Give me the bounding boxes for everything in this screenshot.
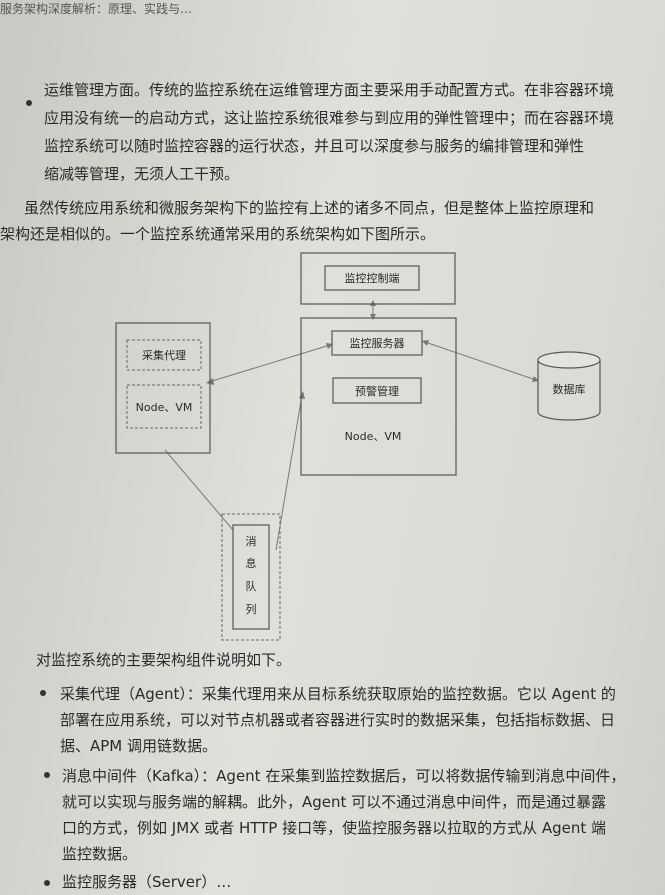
intro-line-2: 应用没有统一的启动方式，这让监控系统很难参与到应用的弹性管理中；而在容器环境 [44, 109, 615, 127]
link-server-database [424, 341, 537, 381]
bullet-dot [26, 100, 32, 106]
kafka-desc-line-3: 口的方式，例如 JMX 或者 HTTP 接口等，使监控服务器以拉取的方式从 Ag… [62, 819, 607, 837]
agent-desc-line-2: 部署在应用系统，可以对节点机器或者容器进行实时的数据采集，包括指标数据、日 [60, 711, 616, 729]
arrowhead [370, 300, 376, 306]
queue-char-4: 列 [246, 602, 257, 616]
link-queue-server [275, 394, 303, 551]
arrowhead [370, 314, 376, 320]
bullet-dot [40, 690, 46, 696]
link-agent-server [208, 344, 331, 383]
components-intro: 对监控系统的主要架构组件说明如下。 [36, 651, 292, 669]
agent-desc-line-3: 据、APM 调用链数据。 [60, 737, 218, 755]
server-node-label: Node、VM [345, 430, 402, 443]
summary-line-2: 架构还是相似的。一个监控系统通常采用的系统架构如下图所示。 [0, 225, 436, 243]
agent-collector-box [126, 339, 202, 371]
architecture-diagram: 监控控制端 监控服务器 预警管理 Node、VM 采集代理 Node、VM 消 … [115, 252, 601, 641]
link-agent-queue [164, 449, 234, 531]
agent-node-box [126, 384, 202, 429]
queue-char-2: 息 [246, 556, 257, 570]
bullet-dot [44, 880, 50, 886]
intro-line-3: 监控系统可以随时监控容器的运行状态，并且可以深度参与服务的编排管理和弹性 [44, 137, 585, 155]
database-cylinder [537, 351, 601, 421]
queue-char-3: 队 [246, 579, 257, 593]
console-box [300, 252, 456, 305]
arrowhead [422, 340, 429, 346]
database-label: 数据库 [553, 382, 586, 396]
console-inner-box [324, 265, 420, 291]
server-desc-line-1: 监控服务器（Server）… [62, 873, 232, 891]
alert-label: 预警管理 [355, 384, 399, 398]
server-box [300, 317, 457, 476]
server-label: 监控服务器 [350, 336, 405, 350]
agent-desc-line-1: 采集代理（Agent）：采集代理用来从目标系统获取原始的监控数据。它以 Agen… [60, 685, 616, 703]
kafka-desc-line-2: 就可以实现与服务端的解耦。此外，Agent 可以不通过消息中间件，而是通过暴露 [62, 793, 607, 811]
console-label: 监控控制端 [345, 271, 400, 285]
arrowhead [326, 343, 333, 349]
agent-box [115, 322, 211, 454]
intro-line-1: 运维管理方面。传统的监控系统在运维管理方面主要采用手动配置方式。在非容器环境 [44, 81, 615, 99]
running-head: 服务架构深度解析：原理、实践与… [0, 2, 193, 16]
summary-line-1: 虽然传统应用系统和微服务架构下的监控有上述的诸多不同点，但是整体上监控原理和 [24, 199, 595, 217]
alert-box [332, 377, 422, 404]
arrowhead [299, 391, 305, 399]
kafka-desc-line-1: 消息中间件（Kafka）：Agent 在采集到监控数据后，可以将数据传输到消息中… [62, 767, 626, 785]
arrowhead [532, 376, 539, 382]
intro-line-4: 缩减等管理，无须人工干预。 [44, 165, 240, 183]
agent-label: 采集代理 [142, 348, 186, 362]
queue-box [232, 524, 270, 630]
queue-outer-box [221, 513, 281, 641]
bullet-dot [44, 772, 50, 778]
kafka-desc-line-4: 监控数据。 [62, 845, 138, 863]
server-inner-box [331, 330, 423, 356]
agent-node-label: Node、VM [136, 401, 193, 414]
queue-char-1: 消 [246, 534, 257, 548]
